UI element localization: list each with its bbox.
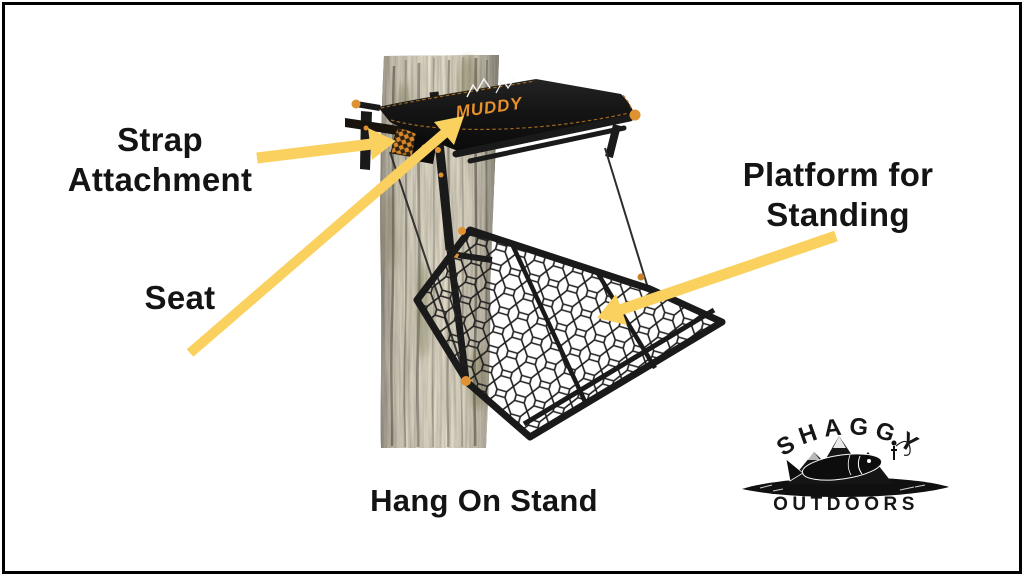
seat-brand-antlers	[466, 77, 516, 98]
logo-mountain-icon	[742, 436, 949, 498]
caption-hang-on-stand: Hang On Stand	[370, 483, 598, 518]
platform-rail	[413, 226, 726, 441]
strap-attachment-arrow	[256, 128, 396, 164]
label-seat: Seat	[144, 279, 216, 316]
label-platform-for-standing: Platform for Standing	[742, 156, 934, 233]
seat-arrow	[186, 116, 464, 357]
platform-mesh	[417, 230, 722, 437]
shaggy-outdoors-logo: SHAGGY OUTDOORS	[742, 413, 949, 515]
logo-text-outdoors: OUTDOORS	[773, 494, 919, 515]
platform-arrow	[597, 230, 838, 325]
platform	[413, 226, 726, 441]
label-strap-attachment: Strap Attachment	[67, 121, 253, 198]
